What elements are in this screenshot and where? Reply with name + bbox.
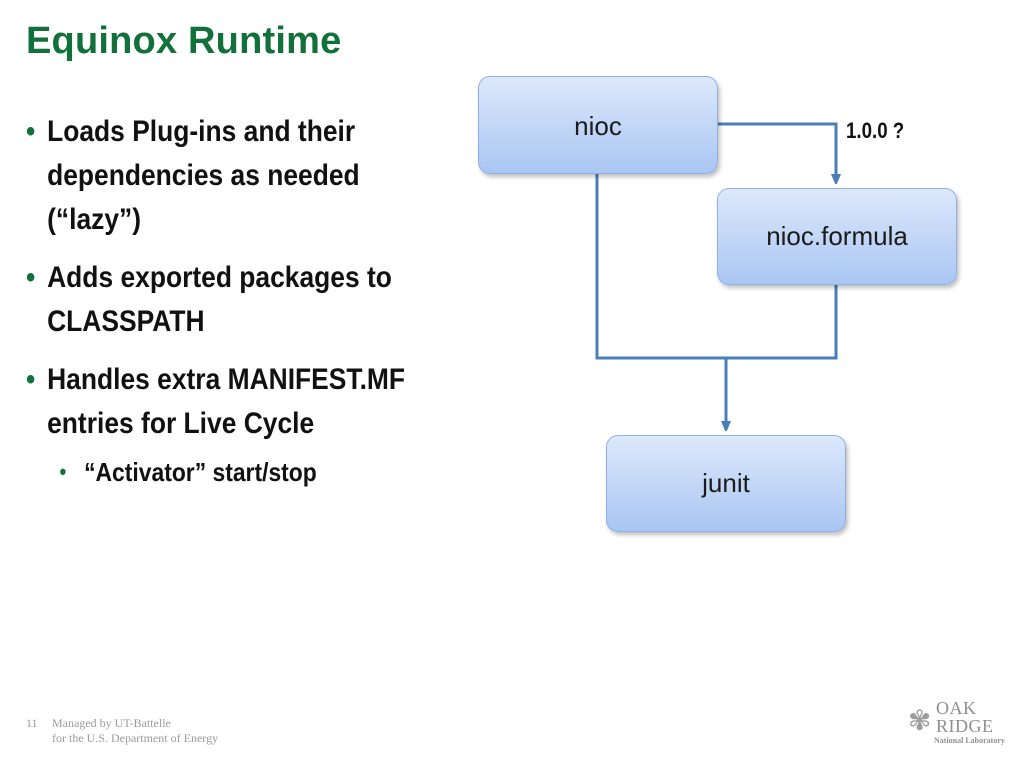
- sub-bullet-text: “Activator” start/stop: [84, 457, 317, 487]
- connector-nioc-to-formula: [716, 122, 836, 180]
- bullet-text: Adds exported packages to CLASSPATH: [47, 261, 392, 338]
- node-nioc: nioc: [478, 76, 718, 174]
- bullet-dot-icon: •: [26, 115, 36, 148]
- leaf-icon: ✾: [908, 705, 932, 736]
- bullet-text: Handles extra MANIFEST.MF entries for Li…: [47, 363, 406, 440]
- logo-word-1: OAK: [936, 698, 977, 718]
- bullet-list: • Loads Plug-ins and their dependencies …: [26, 110, 506, 490]
- footer-line-1: Managed by UT-Battelle: [52, 716, 171, 730]
- node-junit: junit: [606, 435, 846, 532]
- slide-number: 11: [26, 716, 38, 730]
- node-label: nioc: [574, 111, 622, 141]
- node-nioc-formula: nioc.formula: [717, 188, 957, 285]
- sub-bullet-item: • “Activator” start/stop: [26, 454, 448, 490]
- oak-ridge-logo: ✾ OAK RIDGE National Laboratory: [906, 696, 1006, 748]
- bullet-dot-icon: •: [26, 261, 36, 294]
- bullet-item: • Loads Plug-ins and their dependencies …: [26, 110, 448, 242]
- node-label: nioc.formula: [766, 221, 908, 251]
- bullet-text: Loads Plug-ins and their dependencies as…: [47, 115, 360, 236]
- bullet-item: • Adds exported packages to CLASSPATH: [26, 256, 448, 344]
- connector-formula-down: [726, 283, 838, 360]
- bullet-dot-icon: •: [26, 363, 36, 396]
- bullet-item: • Handles extra MANIFEST.MF entries for …: [26, 358, 448, 446]
- connector-nioc-down: [595, 172, 726, 360]
- node-label: junit: [702, 468, 750, 498]
- logo-word-2: RIDGE: [936, 716, 994, 736]
- bullet-dot-icon: •: [59, 459, 67, 484]
- logo-tagline: National Laboratory: [934, 736, 1005, 745]
- version-label: 1.0.0 ?: [846, 118, 905, 143]
- slide-title: Equinox Runtime: [26, 20, 342, 62]
- footer-line-2: for the U.S. Department of Energy: [52, 731, 219, 745]
